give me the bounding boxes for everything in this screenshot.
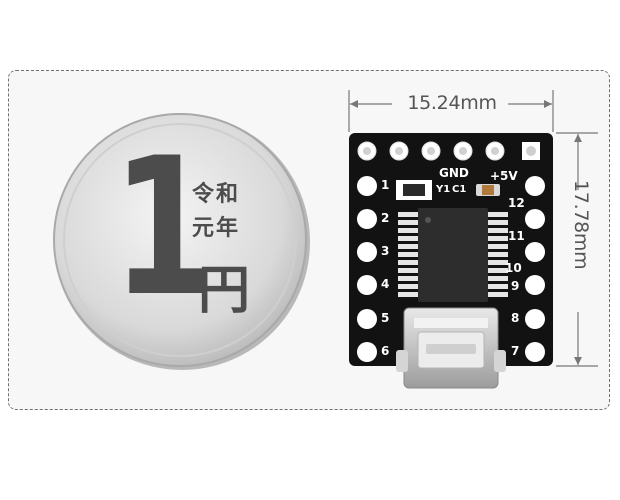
pin-8-label: 8 — [511, 311, 520, 325]
coin-era-line1: 令和 — [192, 182, 241, 207]
pin-10-label: 10 — [505, 261, 522, 275]
ic-pins — [398, 212, 508, 297]
coin-era-line2: 元年 — [192, 216, 241, 241]
pin-6-label: 6 — [381, 344, 390, 358]
coin-number: 1 — [112, 117, 216, 338]
width-dimension — [348, 90, 554, 132]
y1-label: Y1 — [436, 184, 451, 195]
height-dimension — [556, 132, 598, 367]
width-label: 15.24mm — [407, 92, 497, 114]
coin-unit: 円 — [198, 261, 251, 321]
gnd-label: GND — [439, 166, 469, 180]
pin-3-label: 3 — [381, 244, 390, 258]
pin-12-label: 12 — [508, 196, 525, 210]
pin-2-label: 2 — [381, 211, 390, 225]
height-label: 17.78mm — [570, 180, 592, 270]
vcc-label: +5V — [490, 169, 518, 183]
right-pads — [525, 176, 545, 362]
pin-9-label: 9 — [511, 279, 520, 293]
pin-5-label: 5 — [381, 311, 390, 325]
ic-chip — [418, 208, 488, 302]
one-yen-coin — [53, 113, 310, 370]
pin-1-label: 1 — [381, 178, 390, 192]
usb-connector — [396, 307, 506, 389]
pin-4-label: 4 — [381, 277, 390, 291]
pcb-board — [349, 133, 553, 389]
pin-11-label: 11 — [508, 229, 525, 243]
c1-label: C1 — [452, 184, 467, 195]
left-pads — [357, 176, 377, 362]
pin-7-label: 7 — [511, 344, 520, 358]
